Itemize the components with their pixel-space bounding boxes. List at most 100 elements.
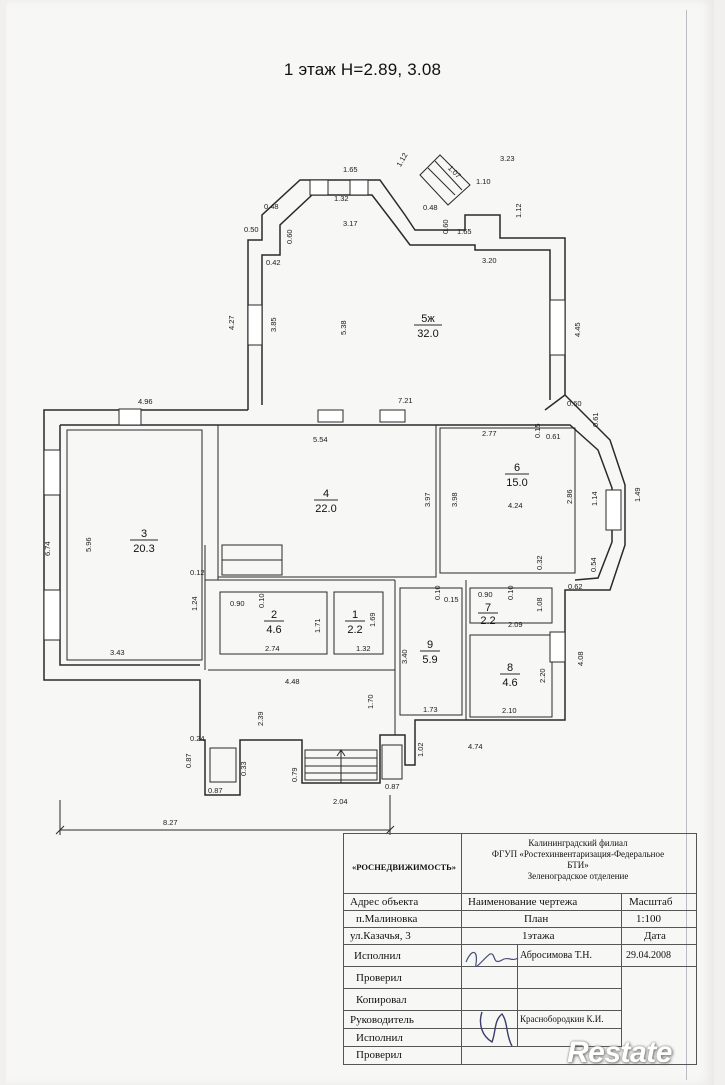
drawing-line-2: 1этажа bbox=[522, 930, 555, 942]
dimension-label: 0.48 bbox=[423, 203, 438, 212]
dimension-label: 0.90 bbox=[230, 599, 245, 608]
dimension-label: 2.20 bbox=[538, 668, 547, 683]
sheet-border bbox=[18, 10, 687, 1080]
date-label-cell bbox=[622, 928, 696, 945]
room-3: 3 20.3 bbox=[130, 528, 158, 555]
address-1-cell bbox=[344, 911, 462, 928]
dimension-label: 5.38 bbox=[339, 320, 348, 335]
executor-signature-icon bbox=[465, 951, 519, 967]
dimension-label: 0.60 bbox=[285, 229, 294, 244]
address-line-1: п.Малиновка bbox=[356, 913, 418, 925]
dimension-label: 0.61 bbox=[591, 412, 600, 427]
dimension-label: 1.65 bbox=[457, 227, 472, 236]
org-line-4: Зеленоградское отделение bbox=[527, 871, 629, 881]
room-5: 5ж 32.0 bbox=[414, 313, 442, 340]
dimension-label: 1.02 bbox=[416, 742, 425, 757]
room-number: 3 bbox=[141, 528, 147, 540]
head-name: Краснобородкин К.И. bbox=[520, 1014, 604, 1024]
dimension-label: 3.85 bbox=[269, 317, 278, 332]
dimension-label: 7.21 bbox=[398, 396, 413, 405]
title-block: «РОСНЕДВИЖИМОСТЬ» Калининградский филиал… bbox=[343, 833, 697, 1065]
room-number: 7 bbox=[485, 602, 491, 614]
dimension-label: 0.10 bbox=[506, 585, 515, 600]
dimension-label: 1.69 bbox=[368, 612, 377, 627]
dimension-label: 4.27 bbox=[227, 315, 236, 330]
room-area: 2.2 bbox=[347, 624, 362, 636]
head-name-cell bbox=[518, 1011, 622, 1029]
room-number: 9 bbox=[427, 639, 433, 651]
dimension-label: 3.97 bbox=[423, 492, 432, 507]
room-area: 32.0 bbox=[417, 328, 438, 340]
executor-name: Абросимова Т.Н. bbox=[520, 950, 593, 961]
dimension-label: 0.87 bbox=[208, 786, 223, 795]
dimension-label: 0.62 bbox=[568, 582, 583, 591]
org-name: Калининградский филиал ФГУП «Ростехинвен… bbox=[462, 838, 694, 882]
dimension-label: 0.60 bbox=[441, 219, 450, 234]
dimension-label: 1.12 bbox=[514, 203, 523, 218]
dimension-label: 1.24 bbox=[190, 596, 199, 611]
dimension-label: 0.10 bbox=[433, 585, 442, 600]
room-area: 5.9 bbox=[422, 654, 437, 666]
dimension-label: 3.17 bbox=[343, 219, 358, 228]
room-area: 15.0 bbox=[506, 477, 527, 489]
dimension-label: 1.08 bbox=[535, 597, 544, 612]
dimension-label: 1.12 bbox=[394, 151, 409, 168]
dimension-label: 0.12 bbox=[190, 568, 205, 577]
dimension-label: 1.71 bbox=[313, 618, 322, 633]
dimension-label: 2.86 bbox=[565, 489, 574, 504]
interior-walls bbox=[66, 424, 576, 735]
room-2: 2 4.6 bbox=[264, 609, 284, 636]
dimension-label: 0.32 bbox=[535, 555, 544, 570]
head-signature-icon bbox=[479, 1011, 513, 1047]
checked-label: Проверил bbox=[356, 972, 402, 984]
org-line-3: БТИ» bbox=[567, 860, 589, 870]
dimension-label: 0.24 bbox=[190, 734, 205, 743]
outer-walls bbox=[43, 179, 626, 796]
dimension-label: 2.04 bbox=[333, 797, 348, 806]
dimension-label: 0.48 bbox=[264, 202, 279, 211]
head-label: Руководитель bbox=[350, 1014, 414, 1026]
org-line-1: Калининградский филиал bbox=[528, 838, 628, 848]
executor-label-cell bbox=[344, 945, 462, 967]
head-label-cell bbox=[344, 1011, 462, 1029]
dimension-label: 0.61 bbox=[546, 432, 561, 441]
room-number: 4 bbox=[323, 488, 329, 500]
dimension-label: 3.43 bbox=[110, 648, 125, 657]
room-area: 20.3 bbox=[133, 543, 154, 555]
dimension-label: 4.24 bbox=[508, 501, 523, 510]
dimension-label: 1.32 bbox=[334, 194, 349, 203]
rosn-cell: «РОСНЕДВИЖИМОСТЬ» bbox=[344, 834, 462, 894]
rosnedvizhimost-label: «РОСНЕДВИЖИМОСТЬ» bbox=[351, 862, 457, 872]
drawing-2-cell bbox=[462, 928, 622, 945]
drawing-line-1: План bbox=[524, 913, 549, 925]
scale-value-cell bbox=[622, 911, 696, 928]
address-line-2: ул.Казачья, 3 bbox=[350, 930, 411, 942]
dimension-labels: 1.65 1.32 1.12 1.07 3.23 1.10 0.48 0.48 … bbox=[43, 151, 642, 827]
windows bbox=[43, 179, 622, 663]
dimension-label: 0.33 bbox=[239, 761, 248, 776]
stairs bbox=[209, 154, 471, 783]
org-cell: Калининградский филиал ФГУП «Ростехинвен… bbox=[462, 834, 696, 894]
room-4: 4 22.0 bbox=[314, 488, 338, 515]
dimension-label: 1.49 bbox=[633, 487, 642, 502]
dimension-label: 0.15 bbox=[444, 595, 459, 604]
checked2-label-cell bbox=[344, 1047, 462, 1064]
dimension-label: 4.96 bbox=[138, 397, 153, 406]
dimension-label: 0.79 bbox=[290, 767, 299, 782]
room-area: 2.2 bbox=[480, 615, 495, 627]
room-6: 6 15.0 bbox=[505, 462, 529, 489]
executor2-label-cell bbox=[344, 1029, 462, 1047]
date-value: 29.04.2008 bbox=[626, 950, 671, 961]
executor-sign-cell bbox=[462, 945, 518, 967]
room-number: 2 bbox=[271, 609, 277, 621]
drawing-label: Наименование чертежа bbox=[468, 896, 578, 908]
room-7: 7 2.2 bbox=[478, 602, 498, 627]
dimension-label: 3.98 bbox=[450, 492, 459, 507]
scale-label: Масштаб bbox=[629, 896, 673, 908]
room-area: 4.6 bbox=[266, 624, 281, 636]
dimension-label: 0.10 bbox=[257, 593, 266, 608]
dimension-label: 2.39 bbox=[256, 711, 265, 726]
address-2-cell bbox=[344, 928, 462, 945]
copied-label: Копировал bbox=[356, 994, 407, 1006]
